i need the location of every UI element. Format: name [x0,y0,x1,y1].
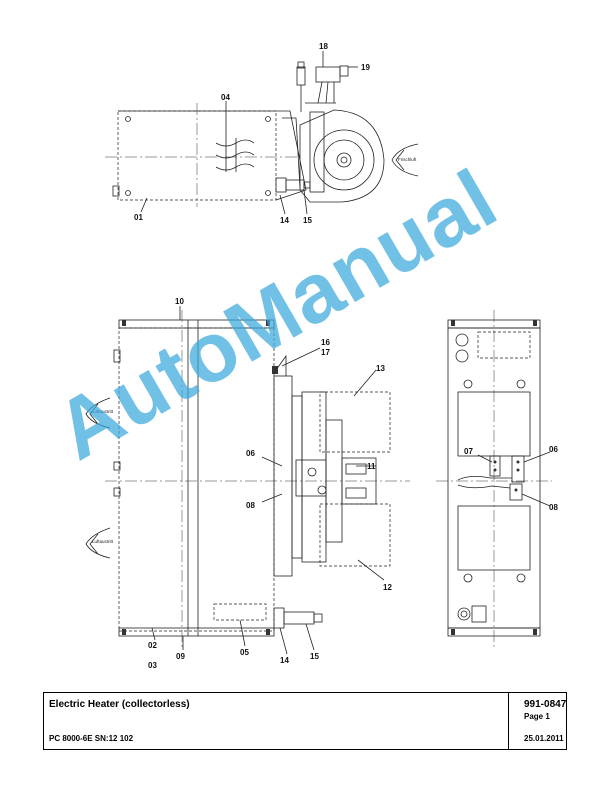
callout-14-side: 14 [280,656,289,665]
callout-06: 06 [246,449,255,458]
callout-01: 01 [134,213,143,222]
machine-model: PC 8000-6E SN:12 102 [49,734,134,743]
callout-04: 04 [221,93,230,102]
callout-19: 19 [361,63,370,72]
fresh-air-label: Frischluft [398,157,417,162]
callout-14: 14 [280,216,289,225]
end-view-heater-assembly: 07 06 08 [436,310,558,648]
callout-03: 03 [148,661,157,670]
callout-08-end: 08 [549,503,558,512]
element-box [213,603,267,621]
callout-18: 18 [319,42,328,51]
heating-coil [215,138,255,172]
air-outlet-arrow-upper: Luftaustritt [85,397,114,429]
document-number: 991-0847 [524,699,567,710]
drawing-date: 25.01.2011 [524,734,564,743]
callout-09: 09 [176,652,185,661]
bottom-fitting [457,605,487,623]
callout-16: 16 [321,338,330,347]
callout-11: 11 [367,462,376,471]
callout-12: 12 [383,583,392,592]
callout-05: 05 [240,648,249,657]
callout-15: 15 [303,216,312,225]
title-block-divider [508,693,509,749]
top-view-heater-assembly: Frischluft 04 01 14 15 18 19 [105,42,419,225]
air-outlet-arrow-lower: Luftaustritt [85,527,114,559]
fresh-air-arrow: Frischluft [391,143,419,177]
callout-15-side: 15 [310,652,319,661]
page-number: Page 1 [524,712,550,721]
terminal-block [457,455,525,501]
air-outlet-label-lower: Luftaustritt [92,539,114,544]
wiring-harness [296,61,349,112]
blower-unit-side [272,354,391,577]
drawing-title: Electric Heater (collectorless) [49,699,190,710]
callout-08: 08 [246,501,255,510]
blower-fan [299,109,385,203]
callout-06-end: 06 [549,445,558,454]
callout-07: 07 [464,447,473,456]
callout-10: 10 [175,297,184,306]
air-outlet-label-upper: Luftaustritt [92,409,114,414]
title-block: Electric Heater (collectorless) PC 8000-… [43,692,567,750]
callout-02: 02 [148,641,157,650]
callout-13: 13 [376,364,385,373]
callout-17: 17 [321,348,330,357]
side-view-heater-assembly: Luftaustritt Luftaustritt 10 16 17 13 06… [85,297,410,670]
